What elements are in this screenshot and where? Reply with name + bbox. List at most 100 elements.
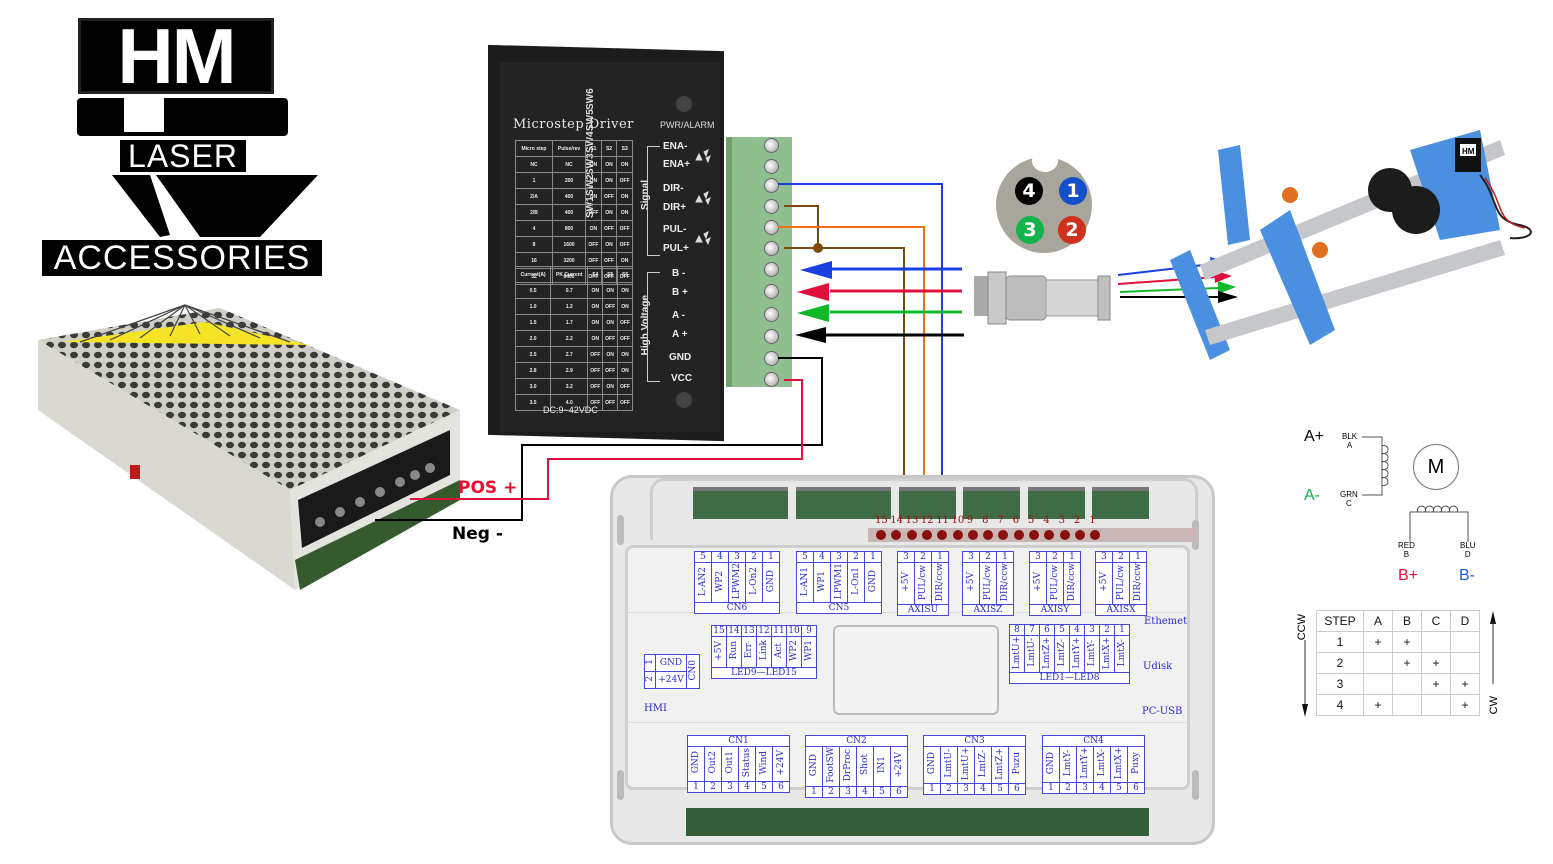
terminal-screw-icon[interactable] xyxy=(764,284,779,299)
silk-cell: WP1 xyxy=(801,636,817,668)
silk-text: 3 xyxy=(1035,552,1041,562)
arrow-green xyxy=(797,304,829,322)
silk-text: GND xyxy=(808,753,819,776)
led-number: 13 xyxy=(905,515,919,526)
silk-cell: LmtY+ xyxy=(1069,634,1085,674)
silk-text: 5 xyxy=(997,784,1003,795)
silk-cell: 4 xyxy=(1093,782,1111,795)
silk-cell: LmtZ- xyxy=(974,745,992,785)
silk-text: GND xyxy=(690,751,701,774)
silk-cell: DIR/ccw xyxy=(1063,561,1081,606)
connector-axisz-header[interactable] xyxy=(963,487,1020,519)
silk-cell: LPWM2 xyxy=(728,561,746,604)
silk-connector-name: CN3 xyxy=(923,735,1026,747)
silk-cell: 2 xyxy=(1112,551,1130,563)
connector-axisx-header[interactable] xyxy=(1092,487,1149,519)
silk-pin-row: LmtU+LmtU-LmtZ+LmtZ-LmtY+LmtY-LmtX+LmtX- xyxy=(1009,634,1130,674)
silk-text: LmtY+ xyxy=(1071,636,1082,669)
silk-text: 1 xyxy=(693,782,699,792)
silk-text: LmtY- xyxy=(1062,749,1073,777)
silk-text: PUL/cw xyxy=(982,564,993,600)
logo-accessories: ACCESSORIES xyxy=(42,240,322,276)
silk-text: LmtZ+ xyxy=(1041,636,1052,669)
connector-axisu-header[interactable] xyxy=(899,487,956,519)
terminal-screw-icon[interactable] xyxy=(764,329,779,344)
a-plus-label: A+ xyxy=(1304,428,1325,445)
connector-cn6-header[interactable] xyxy=(693,487,788,519)
silk-cell: LmtZ+ xyxy=(991,745,1009,785)
silk-cell: L-On2 xyxy=(745,561,763,604)
step-cell: STEP xyxy=(1316,610,1364,632)
silk-connector-name: CN6 xyxy=(694,602,780,615)
silk-name-row: CN2 xyxy=(805,735,908,747)
terminal-screw-icon[interactable] xyxy=(764,199,779,214)
bottom-connector-strip[interactable] xyxy=(686,808,1149,836)
step-cell: D xyxy=(1450,610,1480,632)
silk-text: 6 xyxy=(778,782,784,792)
silk-cell: 9 xyxy=(801,625,817,637)
silk-cell: GND xyxy=(864,561,882,604)
terminal-screw-icon[interactable] xyxy=(764,307,779,322)
silk-cell: 3 xyxy=(957,783,975,796)
rotary-attachment-image: HM xyxy=(1170,130,1532,360)
silk-cell: 2 xyxy=(1059,782,1077,795)
silk-text: 4 xyxy=(862,786,868,797)
step-cell xyxy=(1450,631,1480,653)
silk-connector-name: LED1—LED8 xyxy=(1009,672,1130,685)
step-cell: + xyxy=(1450,694,1480,716)
status-led xyxy=(952,530,963,540)
status-led xyxy=(1090,530,1101,540)
silk-cell: PUL/cw xyxy=(914,561,932,606)
silk-cell: LmtY- xyxy=(1084,634,1100,674)
grn-letter: C xyxy=(1346,499,1352,508)
silk-text: 3 xyxy=(1089,625,1095,635)
silk-cell: GND xyxy=(805,746,823,787)
terminal-screw-icon[interactable] xyxy=(764,372,779,387)
silk-cell: DIR/ccw xyxy=(996,561,1014,606)
terminal-label-a-plus: A + xyxy=(672,329,688,340)
led-number: 14 xyxy=(890,515,904,526)
silk-text: GND xyxy=(867,569,878,593)
terminal-screw-icon[interactable] xyxy=(764,262,779,277)
logo-laser: LASER xyxy=(120,140,246,172)
silk-cell: +5V xyxy=(711,636,727,668)
step-cell: C xyxy=(1421,610,1451,632)
terminal-label-dir-minus: DIR- xyxy=(663,183,684,194)
silk-text: LmtU- xyxy=(1026,638,1037,667)
silk-cell: FootSW xyxy=(822,746,840,787)
silk-cell: 3 xyxy=(1095,551,1113,563)
plug-pin-1: 1 xyxy=(1059,177,1087,205)
silk-cell: 5 xyxy=(873,785,891,798)
terminal-label-a-minus: A - xyxy=(672,310,685,321)
terminal-screw-icon[interactable] xyxy=(764,159,779,174)
ccw-label: CCW xyxy=(1296,614,1308,641)
silk-cell: 1 xyxy=(644,654,656,672)
terminal-screw-icon[interactable] xyxy=(764,241,779,256)
step-row: 3++ xyxy=(1316,673,1480,695)
silk-text: LmtZ- xyxy=(1056,638,1067,667)
silk-text: LmtX- xyxy=(1116,639,1127,667)
terminal-screw-icon[interactable] xyxy=(764,178,779,193)
terminal-screw-icon[interactable] xyxy=(764,138,779,153)
logo-hm: HM xyxy=(78,17,274,95)
silk-cell: LmtU+ xyxy=(957,745,975,785)
connector-axisy-header[interactable] xyxy=(1028,487,1085,519)
connector-cn5-header[interactable] xyxy=(796,487,891,519)
silk-text: L-On1 xyxy=(850,567,861,596)
silk-cell: LmtY- xyxy=(1059,745,1077,784)
silk-connector-name: AXISU xyxy=(897,604,949,617)
silk-cell: Out2 xyxy=(704,746,722,782)
